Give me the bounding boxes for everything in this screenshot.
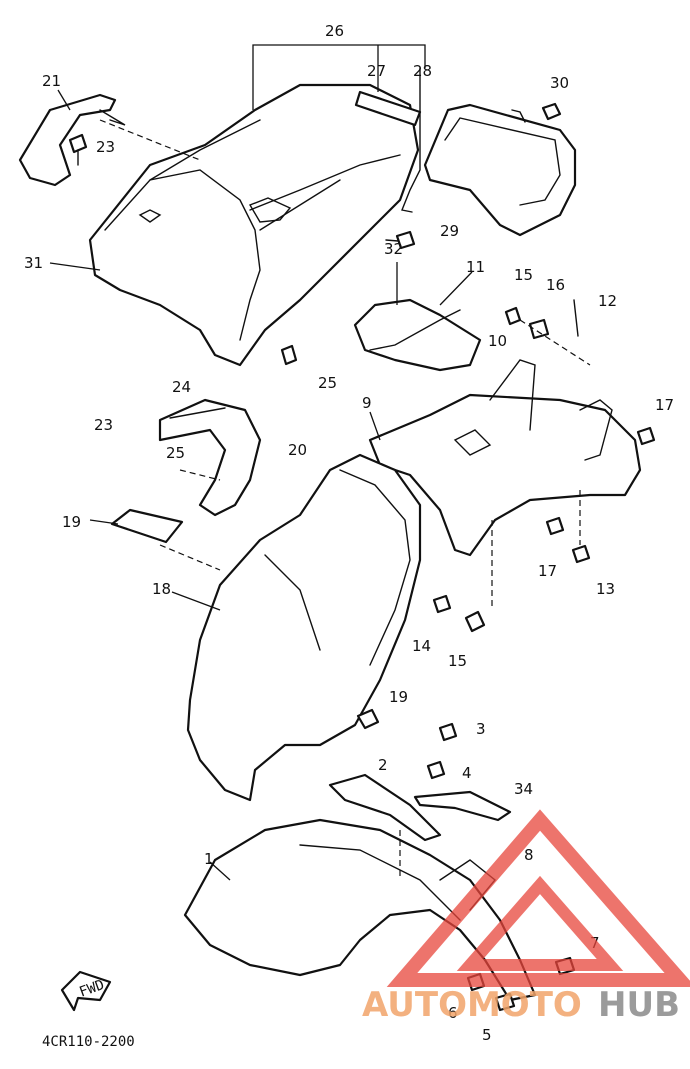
- nut-part-13: [571, 544, 591, 564]
- hook-part-28: [401, 67, 421, 213]
- fender-bracket-part-9: [368, 359, 642, 557]
- callout-15-upper: 15: [514, 266, 533, 284]
- callout-34: 34: [514, 780, 533, 798]
- grommet-part-19: [356, 708, 380, 730]
- nut-part-31: [541, 102, 562, 121]
- collar-part-16: [528, 318, 550, 340]
- callout-31: 30: [550, 74, 569, 92]
- nut-part-17-right: [636, 426, 656, 446]
- fwd-arrow: FWD: [60, 970, 112, 1012]
- screw-part-29: [280, 344, 298, 366]
- label-part-20: [110, 508, 184, 544]
- callout-20: 19: [62, 513, 81, 531]
- seat-part-26: [88, 83, 420, 367]
- watermark-brand-left: AUTOMOTO: [362, 985, 582, 1025]
- bolt-part-3: [438, 722, 458, 742]
- callout-32: 31: [24, 254, 43, 272]
- bracket-part-21: [18, 93, 126, 187]
- nut-part-17-lower: [545, 516, 565, 536]
- watermark-text: AUTOMOTO HUB: [362, 985, 680, 1025]
- leader-1: [209, 861, 231, 881]
- screw-part-30: [385, 230, 416, 250]
- callout-27: 27: [367, 62, 386, 80]
- callout-9: 9: [362, 394, 372, 412]
- callout-19-label: 19: [389, 688, 408, 706]
- callout-25: 24: [172, 378, 191, 396]
- callout-23-upper: 23: [96, 138, 115, 156]
- callout-15-lower: 14: [412, 637, 431, 655]
- callout-11: 11: [466, 258, 485, 276]
- callout-10: 10: [488, 332, 507, 350]
- assembly-line: [179, 469, 221, 481]
- bolt-part-23-upper: [68, 133, 88, 166]
- callout-12: 12: [598, 292, 617, 310]
- callout-3: 3: [476, 720, 486, 738]
- leader-18: [171, 591, 221, 611]
- inner-fender-part-18: [186, 453, 422, 802]
- watermark-brand-right: HUB: [598, 985, 680, 1025]
- callout-2: 2: [378, 756, 388, 774]
- callout-13: 13: [596, 580, 615, 598]
- callout-6: 6: [448, 1004, 458, 1022]
- watermark-triangle-inner: [456, 875, 624, 971]
- callout-4: 4: [462, 764, 472, 782]
- callout-21: 21: [42, 72, 61, 90]
- leader-21: [57, 89, 71, 111]
- leader-9: [369, 411, 381, 441]
- assembly-line: [519, 319, 591, 366]
- callout-17-right: 17: [655, 396, 674, 414]
- callout-23-lower: 23: [94, 416, 113, 434]
- assembly-line: [159, 544, 221, 571]
- callout-labels: 26 27 28 21 30 23 29 31 32 11 15 16 12 1…: [24, 22, 674, 1044]
- callout-5: 5: [482, 1026, 492, 1044]
- cover-part-33: [353, 298, 482, 372]
- watermark-triangle-outer: [386, 809, 690, 987]
- pin-part-12: [573, 299, 579, 337]
- callout-33: 32: [384, 240, 403, 258]
- stay-part-34: [413, 790, 512, 822]
- taillight-housing: [423, 103, 577, 237]
- callout-24-visible: 25: [166, 444, 185, 462]
- callout-26: 26: [325, 22, 344, 40]
- callout-1: 1: [204, 850, 214, 868]
- leader-11: [439, 271, 473, 306]
- leader-32: [49, 262, 101, 271]
- callout-22: 20: [288, 441, 307, 459]
- washer-part-4: [426, 760, 446, 780]
- callout-28: 28: [413, 62, 432, 80]
- bolt-part-15-upper: [504, 306, 522, 326]
- callout-17-lower: 17: [538, 562, 557, 580]
- watermark-logo: [386, 809, 690, 987]
- grab-bracket-part-22: [158, 398, 262, 517]
- bolt-part-15-lower: [432, 594, 452, 614]
- callout-16: 16: [546, 276, 565, 294]
- strap-part-27: [354, 90, 422, 127]
- stay-part-2: [328, 773, 442, 842]
- nut-part-14: [464, 610, 486, 633]
- doc-code: 4CR110-2200: [42, 1034, 135, 1050]
- callout-8: 8: [524, 846, 534, 864]
- bolt-part-5: [494, 992, 516, 1012]
- group-bracket-26: [252, 44, 426, 110]
- callout-18: 18: [152, 580, 171, 598]
- leader-20: [89, 519, 119, 525]
- callout-29: 25: [318, 374, 337, 392]
- callout-14: 15: [448, 652, 467, 670]
- callout-30: 29: [440, 222, 459, 240]
- assembly-line: [99, 119, 201, 161]
